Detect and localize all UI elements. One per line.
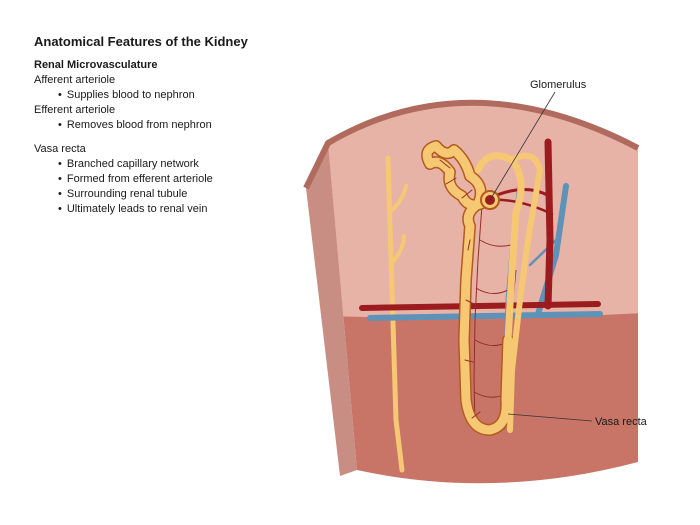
tissue-side-face	[306, 143, 357, 476]
term-efferent-arteriole: Efferent arteriole	[34, 104, 116, 116]
bullet-vasa-recta-4: Ultimately leads to renal vein	[58, 203, 314, 215]
vasa-recta-label: Vasa recta	[595, 416, 648, 428]
background-tubules	[385, 155, 408, 473]
collecting-duct-branch	[390, 184, 408, 212]
glomerular-capillary-detail	[439, 159, 481, 419]
callouts: Glomerulus Vasa recta	[489, 79, 648, 428]
term-afferent-arteriole: Afferent arteriole	[34, 74, 116, 86]
nephron	[421, 140, 543, 436]
vasa-recta-loops	[473, 239, 515, 398]
arcuate-artery	[359, 301, 601, 311]
arcuate-vein	[367, 311, 603, 321]
bullet-vasa-recta-1: Branched capillary network	[58, 158, 314, 170]
term-vasa-recta: Vasa recta	[34, 143, 86, 155]
proximal-tubule	[422, 141, 513, 435]
bullet-vasa-recta-2: Formed from efferent arteriole	[58, 173, 314, 185]
collecting-duct-left	[385, 155, 405, 473]
bullet-vasa-recta-3: Surrounding renal tubule	[58, 188, 314, 200]
collecting-duct-branch-2	[391, 234, 406, 264]
interlobular-artery	[544, 138, 554, 310]
bullet-efferent-1: Removes blood from nephron	[58, 119, 314, 131]
text-panel: Anatomical Features of the Kidney Renal …	[34, 34, 314, 218]
page-title: Anatomical Features of the Kidney	[34, 34, 248, 49]
glomerulus-leader-line	[489, 91, 556, 201]
vasa-recta-leader-line	[507, 413, 593, 422]
bullet-afferent-1: Supplies blood to nephron	[58, 89, 314, 101]
section-title: Renal Microvasculature	[34, 59, 158, 71]
glomerulus-label: Glomerulus	[530, 79, 587, 91]
collecting-tubule	[507, 152, 543, 433]
interlobular-vein	[535, 183, 569, 317]
capsule-rim	[303, 99, 640, 190]
